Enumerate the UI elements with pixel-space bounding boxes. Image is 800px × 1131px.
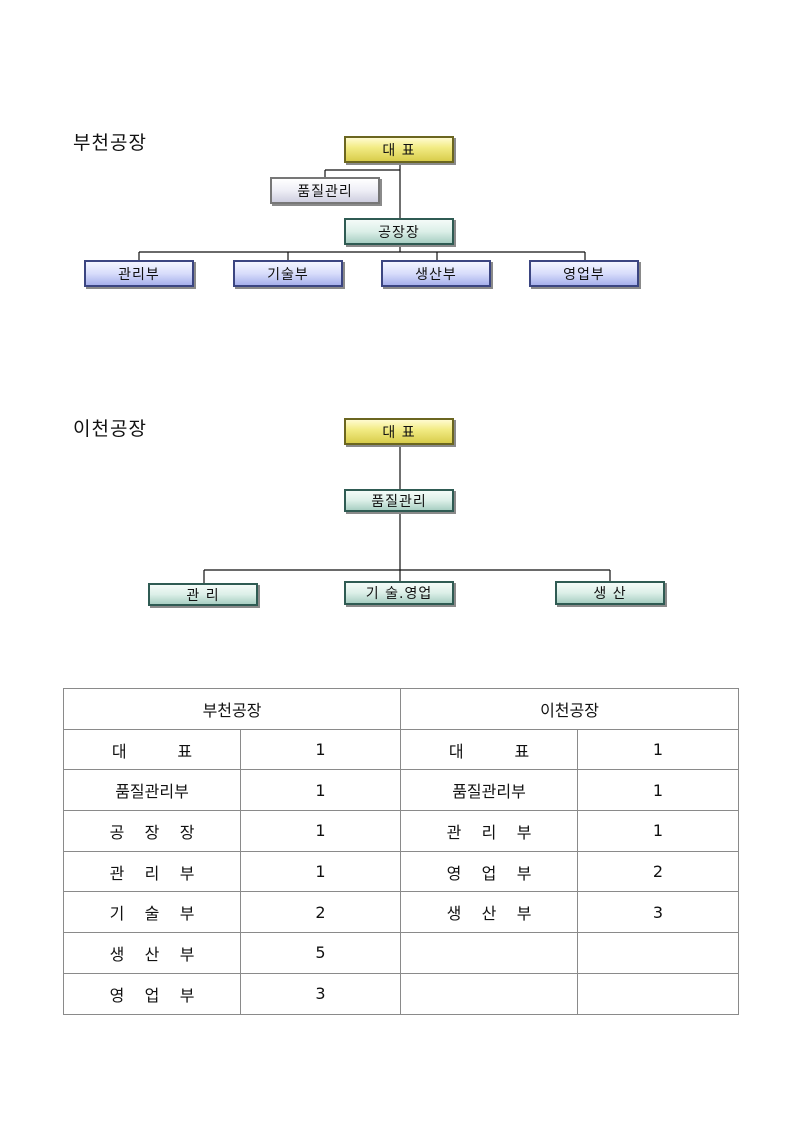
icheon-count-cell [577, 932, 740, 974]
bucheon-position-cell: 품질관리부 [63, 769, 241, 812]
bucheon-count-cell: 1 [239, 769, 402, 812]
table-header-row: 부천공장 이천공장 [62, 688, 740, 730]
icheon-position-cell: 품질관리부 [400, 769, 579, 812]
bucheon-count-cell: 1 [239, 728, 402, 771]
staff-count-table: 부천공장 이천공장 대 표 1 대 표 1 품질관리부 1 품질관리부 1 공 … [62, 688, 740, 1015]
bucheon-quality-box: 품질관리 [270, 177, 380, 204]
table-row: 영 업 부 3 [63, 972, 740, 1015]
icheon-count-cell: 1 [577, 728, 740, 771]
bucheon-count-cell: 1 [239, 850, 402, 893]
icheon-count-cell: 1 [577, 810, 740, 852]
table-row: 공 장 장 1 관 리 부 1 [63, 810, 740, 852]
icheon-dept-tech-sales-box: 기 술.영업 [344, 581, 454, 605]
bucheon-count-cell: 2 [239, 891, 402, 934]
icheon-header-cell: 이천공장 [400, 688, 740, 730]
icheon-position-cell: 생 산 부 [400, 891, 579, 934]
bucheon-position-cell: 기 술 부 [63, 891, 241, 934]
icheon-position-cell: 관 리 부 [400, 810, 579, 852]
icheon-position-cell: 대 표 [400, 728, 579, 771]
bucheon-header-cell: 부천공장 [62, 688, 402, 730]
icheon-quality-box: 품질관리 [344, 489, 454, 512]
icheon-position-cell [400, 932, 579, 974]
icheon-count-cell: 3 [577, 891, 740, 934]
icheon-section-title: 이천공장 [73, 418, 147, 440]
table-row: 품질관리부 1 품질관리부 1 [63, 769, 740, 812]
icheon-dept-production-box: 생 산 [555, 581, 665, 605]
icheon-position-cell: 영 업 부 [400, 850, 579, 893]
bucheon-position-cell: 생 산 부 [63, 932, 241, 974]
icheon-count-cell: 2 [577, 850, 740, 893]
table-row: 관 리 부 1 영 업 부 2 [63, 850, 740, 893]
bucheon-position-cell: 공 장 장 [63, 810, 241, 852]
bucheon-count-cell: 5 [239, 932, 402, 974]
bucheon-dept-tech-box: 기술부 [233, 260, 343, 287]
bucheon-count-cell: 1 [239, 810, 402, 852]
icheon-position-cell [400, 972, 579, 1015]
table-row: 기 술 부 2 생 산 부 3 [63, 891, 740, 934]
bucheon-count-cell: 3 [239, 972, 402, 1015]
icheon-ceo-box: 대 표 [344, 418, 454, 445]
icheon-count-cell [577, 972, 740, 1015]
bucheon-position-cell: 영 업 부 [63, 972, 241, 1015]
icheon-dept-admin-box: 관 리 [148, 583, 258, 606]
table-row: 생 산 부 5 [63, 932, 740, 974]
table-row: 대 표 1 대 표 1 [63, 728, 740, 771]
bucheon-section-title: 부천공장 [73, 132, 147, 154]
icheon-count-cell: 1 [577, 769, 740, 812]
bucheon-dept-admin-box: 관리부 [84, 260, 194, 287]
bucheon-position-cell: 관 리 부 [63, 850, 241, 893]
bucheon-dept-production-box: 생산부 [381, 260, 491, 287]
bucheon-position-cell: 대 표 [63, 728, 241, 771]
bucheon-ceo-box: 대 표 [344, 136, 454, 163]
bucheon-dept-sales-box: 영업부 [529, 260, 639, 287]
bucheon-plant-head-box: 공장장 [344, 218, 454, 245]
